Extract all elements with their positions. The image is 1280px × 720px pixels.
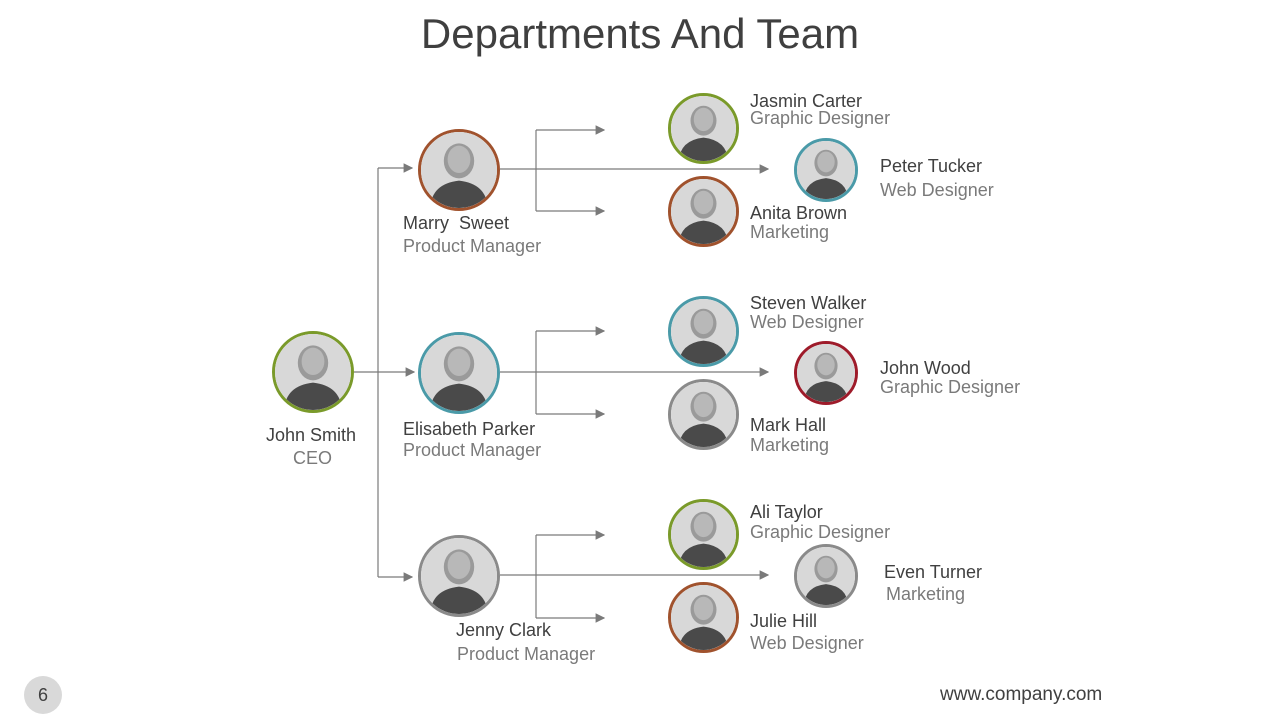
footer-url: www.company.com	[940, 684, 1103, 705]
person-silhouette-icon	[275, 334, 351, 410]
team-member-name: Julie Hill	[750, 611, 818, 631]
person-silhouette-icon	[671, 299, 736, 364]
person-silhouette-icon	[797, 141, 855, 199]
manager-name: Jenny Clark	[456, 620, 552, 640]
team-member-photo	[794, 544, 858, 608]
team-member-name: Jasmin Carter	[750, 91, 863, 111]
manager-photo	[418, 535, 500, 617]
team-member-photo	[668, 379, 739, 450]
slide-title: Departments And Team	[420, 10, 860, 57]
manager-name: Marry Sweet	[403, 213, 510, 233]
person-silhouette-icon	[671, 502, 736, 567]
ceo-role: CEO	[293, 448, 333, 468]
person-silhouette-icon	[671, 96, 736, 161]
team-member-name: Steven Walker	[750, 293, 867, 313]
team-member-role: Web Designer	[750, 633, 864, 653]
ceo-name: John Smith	[266, 425, 357, 445]
person-silhouette-icon	[421, 335, 497, 411]
team-member-role: Marketing	[750, 435, 830, 455]
manager-photo	[418, 129, 500, 211]
team-member-name: John Wood	[880, 358, 971, 378]
ceo-photo	[272, 331, 354, 413]
team-member-role: Graphic Designer	[750, 522, 891, 542]
page-number: 6	[24, 676, 62, 714]
team-member-role: Graphic Designer	[880, 377, 1021, 397]
team-member-role: Marketing	[886, 584, 966, 604]
team-member-name: Anita Brown	[750, 203, 848, 223]
person-silhouette-icon	[797, 547, 855, 605]
person-silhouette-icon	[797, 344, 855, 402]
team-member-role: Graphic Designer	[750, 108, 891, 128]
team-member-name: Even Turner	[884, 562, 983, 582]
team-member-name: Ali Taylor	[750, 502, 823, 522]
team-member-role: Web Designer	[750, 312, 864, 332]
manager-photo	[418, 332, 500, 414]
team-member-photo	[794, 341, 858, 405]
manager-role: Product Manager	[403, 236, 542, 256]
person-silhouette-icon	[421, 132, 497, 208]
team-member-photo	[668, 93, 739, 164]
manager-role: Product Manager	[403, 440, 542, 460]
team-member-photo	[668, 499, 739, 570]
person-silhouette-icon	[671, 382, 736, 447]
team-member-photo	[668, 296, 739, 367]
person-silhouette-icon	[671, 585, 736, 650]
manager-role: Product Manager	[457, 644, 596, 664]
person-silhouette-icon	[671, 179, 736, 244]
team-member-role: Web Designer	[880, 180, 994, 200]
team-member-photo	[794, 138, 858, 202]
team-member-photo	[668, 582, 739, 653]
team-member-role: Marketing	[750, 222, 830, 242]
manager-name: Elisabeth Parker	[403, 419, 536, 439]
team-member-photo	[668, 176, 739, 247]
team-member-name: Peter Tucker	[880, 156, 983, 176]
team-member-name: Mark Hall	[750, 415, 827, 435]
person-silhouette-icon	[421, 538, 497, 614]
